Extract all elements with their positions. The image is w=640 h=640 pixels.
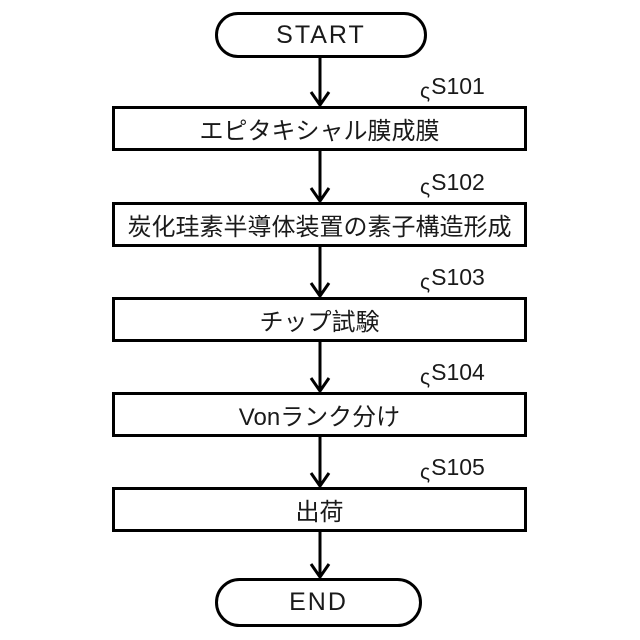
step-id-s103: ς S103 bbox=[420, 263, 485, 294]
end-label: END bbox=[289, 588, 348, 616]
leader-squiggle-icon: ς bbox=[420, 366, 431, 389]
step-id-text: S103 bbox=[431, 264, 485, 290]
flow-arrow-down-2 bbox=[309, 151, 331, 203]
flow-arrow-down-6 bbox=[309, 532, 331, 579]
leader-squiggle-icon: ς bbox=[420, 461, 431, 484]
flow-arrow-down-5 bbox=[309, 437, 331, 488]
process-box-s101: エピタキシャル膜成膜 bbox=[112, 106, 527, 151]
end-terminal: END bbox=[215, 578, 422, 627]
process-box-s102: 炭化珪素半導体装置の素子構造形成 bbox=[112, 202, 527, 247]
step-id-s105: ς S105 bbox=[420, 453, 485, 484]
flow-arrow-down-1 bbox=[309, 58, 331, 107]
process-label: エピタキシャル膜成膜 bbox=[199, 118, 440, 145]
leader-squiggle-icon: ς bbox=[420, 80, 431, 103]
step-id-text: S101 bbox=[431, 73, 485, 99]
process-label: 炭化珪素半導体装置の素子構造形成 bbox=[127, 214, 512, 241]
step-id-text: S102 bbox=[431, 169, 485, 195]
step-id-s102: ς S102 bbox=[420, 168, 485, 199]
flow-arrow-down-3 bbox=[309, 247, 331, 298]
step-id-s104: ς S104 bbox=[420, 358, 485, 389]
process-box-s105: 出荷 bbox=[112, 487, 527, 532]
step-id-s101: ς S101 bbox=[420, 72, 485, 103]
step-id-text: S105 bbox=[431, 454, 485, 480]
leader-squiggle-icon: ς bbox=[420, 271, 431, 294]
start-terminal: START bbox=[215, 12, 427, 58]
process-box-s104: Vonランク分け bbox=[112, 392, 527, 437]
process-label: チップ試験 bbox=[259, 309, 380, 336]
leader-squiggle-icon: ς bbox=[420, 176, 431, 199]
start-label: START bbox=[276, 20, 366, 49]
step-id-text: S104 bbox=[431, 359, 485, 385]
process-label: 出荷 bbox=[295, 499, 344, 526]
process-label: Vonランク分け bbox=[238, 404, 401, 431]
flow-arrow-down-4 bbox=[309, 342, 331, 393]
process-box-s103: チップ試験 bbox=[112, 297, 527, 342]
